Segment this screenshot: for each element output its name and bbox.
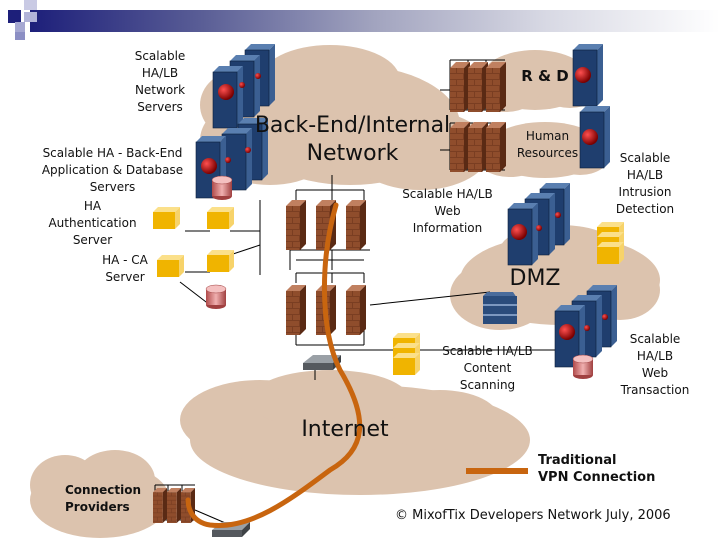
cloud-label-internet: Internet [301, 417, 389, 442]
firewall-hr [450, 122, 506, 172]
vpn-connection-path [185, 202, 363, 529]
label-auth-server: HA Authentication Server [48, 199, 137, 247]
label-web-transaction: Scalable HA/LB Web Transaction [620, 332, 690, 397]
header-banner [0, 0, 720, 40]
storage-stack-icon [483, 292, 517, 324]
network-servers [212, 43, 276, 129]
copyright-text: © MixofTix Developers Network July, 2006 [395, 508, 671, 523]
legend-label: Traditional VPN Connection [538, 453, 656, 485]
firewall-rnd [450, 62, 506, 112]
intrusion-detection-icon [597, 222, 624, 264]
backend-servers [195, 117, 269, 199]
content-scanning-icon [393, 333, 420, 375]
label-content-scanning: Scalable HA/LB Content Scanning [442, 344, 533, 392]
header-gradient-bar [30, 10, 720, 32]
database-icon [211, 175, 233, 201]
cloud-label-backend: Back-End/Internal Network [254, 113, 451, 166]
cloud-label-dmz: DMZ [509, 266, 561, 291]
cloud-label-providers: Connection Providers [65, 483, 142, 514]
label-intrusion: Scalable HA/LB Intrusion Detection [615, 151, 675, 216]
cloud-label-hr: Human Resources [516, 129, 579, 160]
label-backend-servers: Scalable HA - Back-End Application & Dat… [41, 146, 184, 194]
header-square-low [15, 32, 25, 40]
cloud-label-rnd: R & D [521, 67, 569, 85]
label-ca-server: HA - CA Server [102, 253, 148, 284]
hr-server [579, 105, 611, 169]
ca-server-icon [207, 250, 234, 272]
web-transaction-servers [554, 284, 618, 368]
header-square-dark [8, 10, 21, 23]
label-network-servers: Scalable HA/LB Network Servers [134, 49, 186, 114]
database-icon [205, 284, 227, 310]
label-web-info: Scalable HA/LB Web Information [402, 187, 493, 235]
rnd-server [572, 43, 604, 107]
header-square-light [24, 0, 37, 10]
database-icon [572, 354, 594, 380]
auth-server-icon [153, 207, 180, 229]
header-square-mid [24, 12, 37, 22]
legend-swatch [466, 468, 528, 474]
web-info-servers [507, 182, 571, 266]
ca-server-icon [157, 255, 184, 277]
header-square-mid2 [15, 22, 25, 32]
cloud-providers [30, 450, 170, 538]
auth-server-icon [207, 207, 234, 229]
